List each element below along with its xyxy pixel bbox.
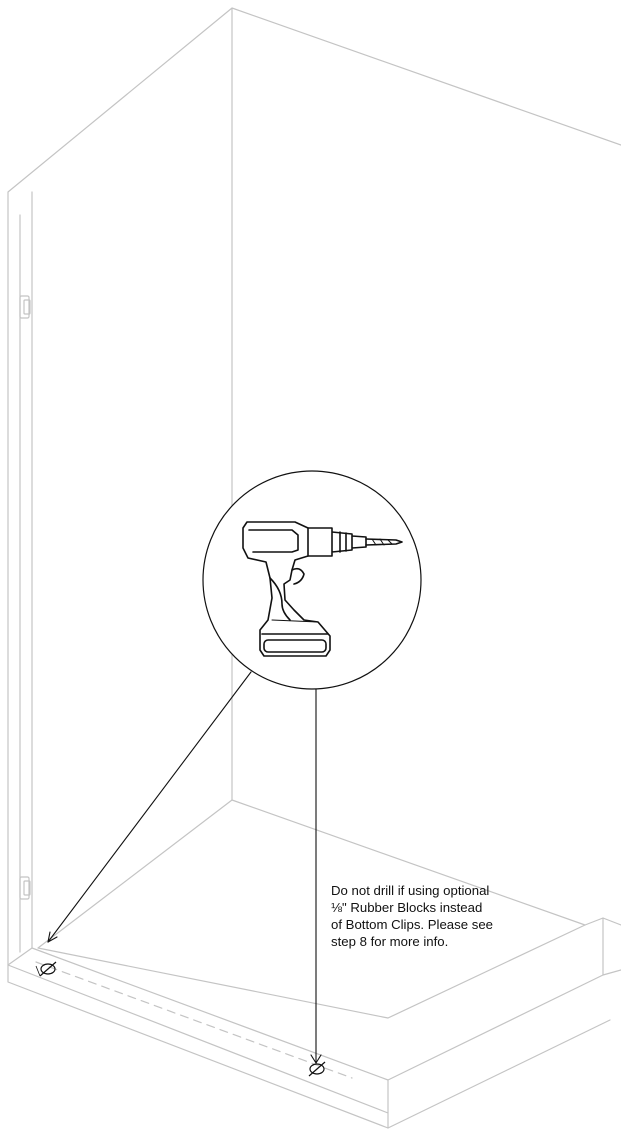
glass-panel xyxy=(19,191,33,953)
clip-icon xyxy=(19,876,31,900)
wall-outline xyxy=(7,7,621,966)
drill-hole-marker-icon xyxy=(308,1061,326,1077)
drill-line xyxy=(35,961,353,1079)
clip-icon xyxy=(19,295,31,319)
floor-outline xyxy=(37,799,586,1019)
drilling-note: Do not drill if using optional ⅛" Rubber… xyxy=(331,882,581,950)
power-drill-icon xyxy=(242,521,403,657)
note-line: step 8 for more info. xyxy=(331,934,449,949)
note-line: Do not drill if using optional xyxy=(331,883,490,898)
drill-hole-marker-icon xyxy=(35,961,57,977)
drill-callout xyxy=(202,470,422,690)
side-wall-base xyxy=(387,917,621,1129)
curb-outline xyxy=(7,947,389,1129)
note-line: of Bottom Clips. Please see xyxy=(331,917,493,932)
note-line: ⅛" Rubber Blocks instead xyxy=(331,900,483,915)
arrow-icon xyxy=(47,671,252,943)
